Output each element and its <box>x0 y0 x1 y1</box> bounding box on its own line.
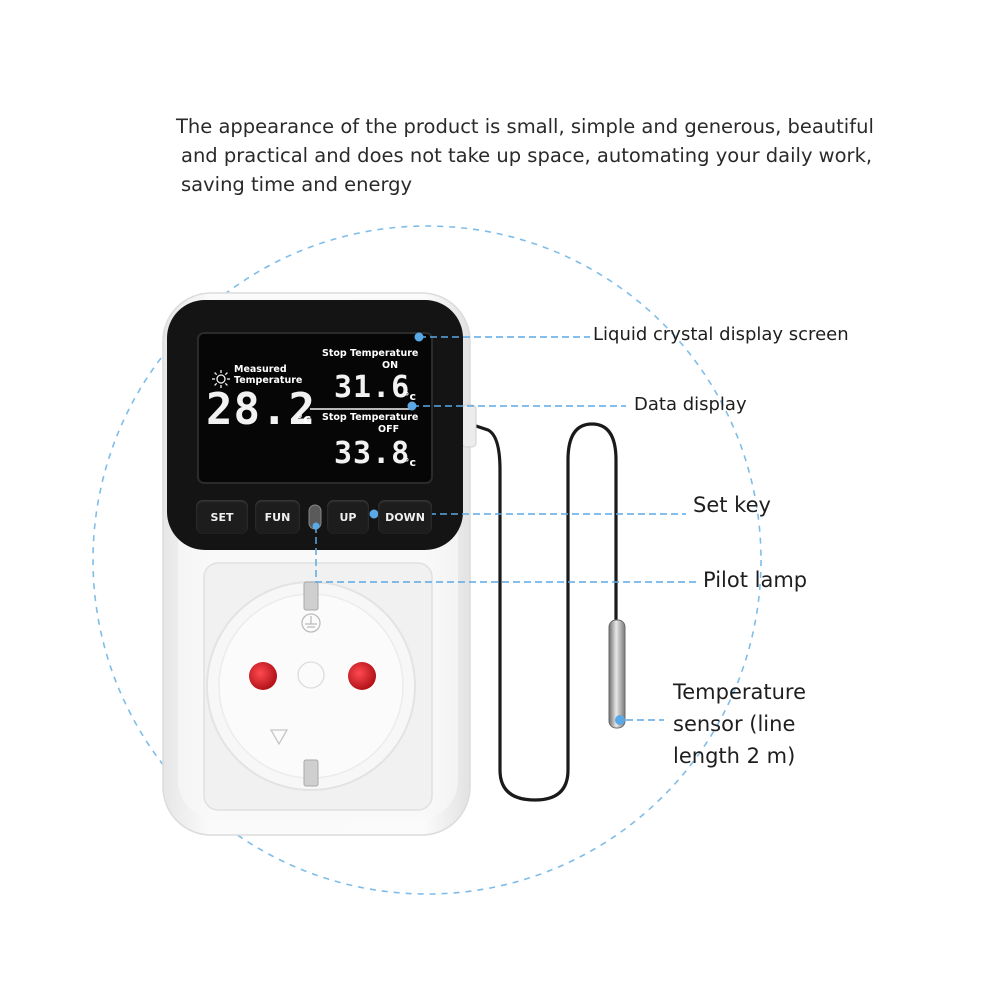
socket-pin-right <box>348 662 376 690</box>
sensor-cable <box>468 422 618 802</box>
callout-temperature-sensor: Temperature sensor (line length 2 m) <box>673 676 806 772</box>
cable-plug <box>461 404 477 448</box>
measured-label-line: Measured <box>234 364 287 375</box>
down-button[interactable]: DOWN <box>378 500 432 534</box>
product-description: The appearance of the product is small, … <box>176 112 876 199</box>
measured-temperature-value: 28.2 <box>206 384 316 435</box>
decorative-dashed-circle <box>92 225 762 895</box>
callout-dots <box>312 332 625 725</box>
on-label: ON <box>382 360 399 371</box>
sensor-label-line: Temperature <box>673 680 807 704</box>
earth-symbol-icon <box>301 613 321 633</box>
sensor-label-line: length 2 m) <box>673 744 796 768</box>
temperature-probe <box>608 619 626 729</box>
stop-on-unit: °c <box>404 390 417 403</box>
measured-label-line: Temperature <box>234 375 303 386</box>
socket-pin-left <box>249 662 277 690</box>
up-button[interactable]: UP <box>327 500 369 534</box>
sensor-label-line: sensor (line <box>673 712 796 736</box>
stop-on-value: 31.6 <box>334 370 411 405</box>
warning-triangle-icon <box>269 729 289 746</box>
measured-unit: °c <box>296 412 312 428</box>
description-line: and practical and does not take up space… <box>181 144 873 167</box>
stop-off-value: 33.8 <box>334 436 411 471</box>
measured-label: Measured Temperature <box>234 364 302 386</box>
callout-pilot-lamp: Pilot lamp <box>703 568 808 592</box>
callout-lcd-screen: Liquid crystal display screen <box>593 324 849 345</box>
description-line: The appearance of the product is small, … <box>176 115 874 138</box>
off-label: OFF <box>378 424 400 435</box>
stop-on-label: Stop Temperature <box>322 348 419 359</box>
lcd-screen <box>197 332 433 484</box>
stop-off-unit: °c <box>404 456 417 469</box>
callout-set-key: Set key <box>693 493 771 517</box>
fun-button[interactable]: FUN <box>255 500 300 534</box>
callout-data-display: Data display <box>634 394 747 415</box>
earth-contact-top <box>303 581 319 611</box>
callout-lines <box>315 336 697 721</box>
set-button[interactable]: SET <box>196 500 248 534</box>
earth-contact-bottom <box>303 759 319 787</box>
description-line: saving time and energy <box>181 173 413 196</box>
sun-icon <box>212 370 230 388</box>
socket-center-mark <box>297 661 325 689</box>
stop-off-label: Stop Temperature <box>322 412 419 423</box>
